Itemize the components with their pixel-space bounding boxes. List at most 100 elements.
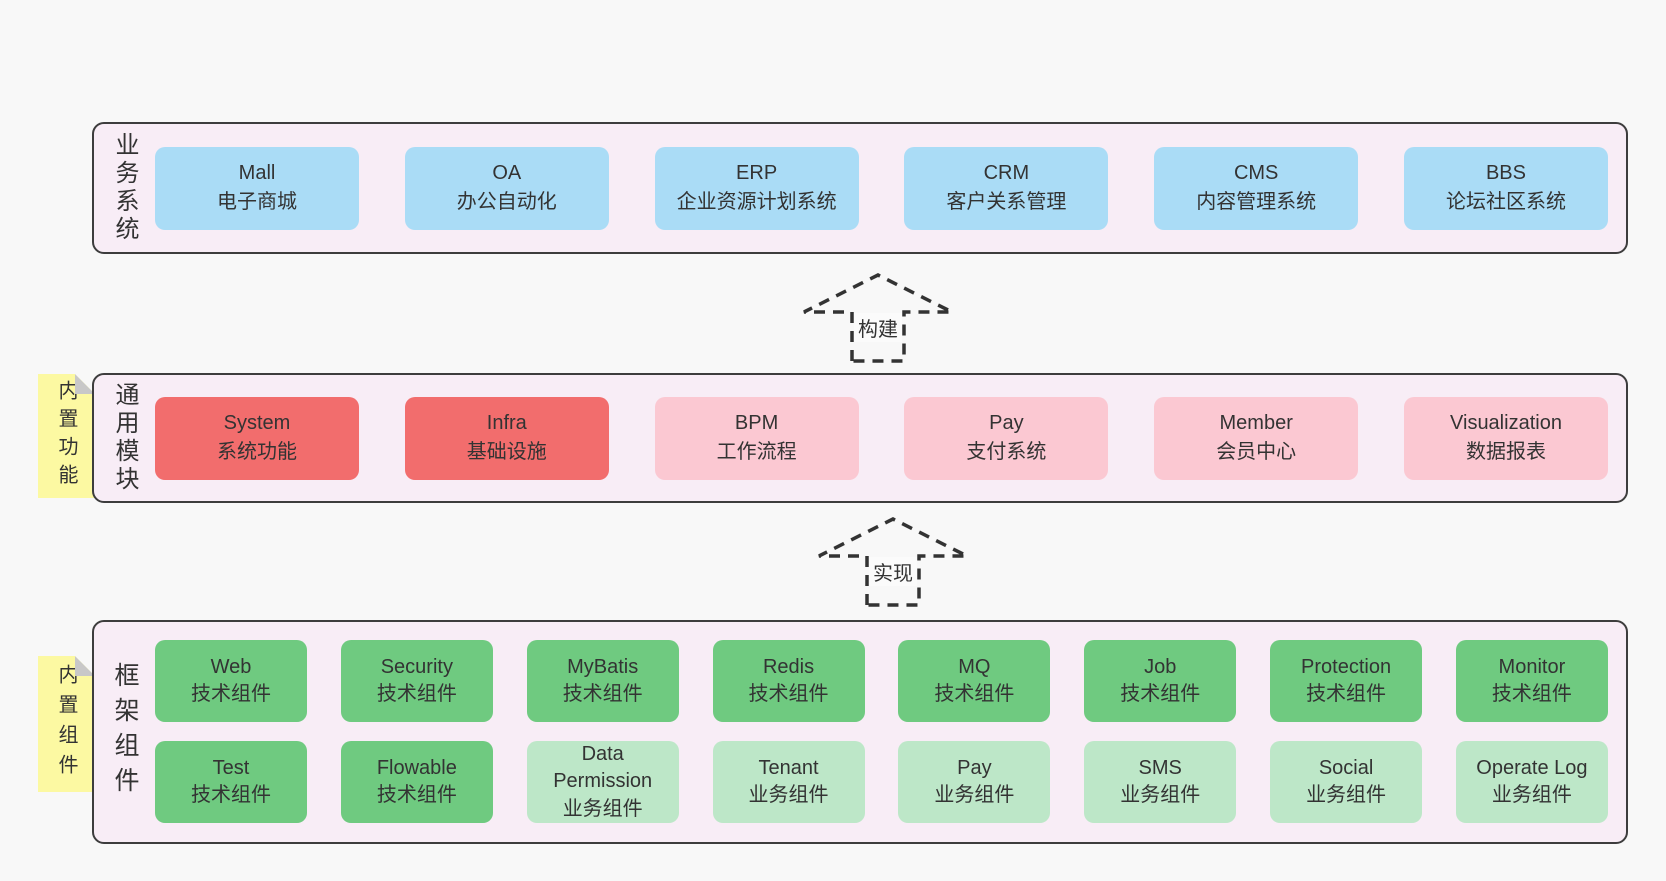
box-title: SMS — [1138, 756, 1182, 779]
box-subtitle: 论坛社区系统 — [1445, 191, 1566, 213]
box-mybatis: MyBatis 技术组件 — [526, 640, 679, 722]
box-subtitle: 客户关系管理 — [946, 191, 1067, 213]
box-operate-log: Operate Log 业务组件 — [1455, 741, 1608, 823]
box-pay: Pay 支付系统 — [904, 396, 1109, 480]
box-subtitle: 业务组件 — [1120, 784, 1201, 806]
business-systems-panel: 业务系统 Mall 电子商城 OA 办公自动化 ERP 企业资源计划系统 CRM… — [92, 122, 1628, 254]
framework-boxes-grid: Web 技术组件 Security 技术组件 MyBatis 技术组件 Redi… — [155, 640, 1608, 823]
box-monitor: Monitor 技术组件 — [1455, 640, 1608, 722]
box-subtitle: 业务组件 — [1491, 784, 1572, 806]
box-title: Monitor — [1498, 655, 1566, 678]
box-subtitle: 业务组件 — [934, 784, 1015, 806]
box-protection: Protection 技术组件 — [1270, 640, 1423, 722]
builtin-components-tab: 内置组件 — [38, 656, 95, 792]
box-title: Social — [1318, 756, 1374, 779]
box-bpm: BPM 工作流程 — [654, 396, 859, 480]
box-title: Operate Log — [1476, 756, 1588, 779]
panel-label-business-systems: 业务系统 — [111, 132, 138, 244]
box-test: Test 技术组件 — [155, 741, 307, 823]
build-arrow: 构建 — [798, 270, 958, 364]
implement-arrow-label: 实现 — [869, 557, 917, 586]
box-web: Web 技术组件 — [155, 640, 307, 722]
box-subtitle: 业务组件 — [1306, 784, 1387, 806]
box-title: Pay — [957, 756, 992, 779]
box-subtitle: 支付系统 — [966, 441, 1047, 463]
box-title: MyBatis — [567, 655, 639, 678]
box-title: Flowable — [376, 756, 457, 779]
box-subtitle: 技术组件 — [1306, 683, 1387, 705]
box-subtitle: 基础设施 — [466, 441, 547, 463]
box-title: ERP — [736, 162, 778, 184]
box-subtitle: 系统功能 — [217, 441, 297, 463]
box-mall: Mall 电子商城 — [155, 146, 359, 230]
box-title: OA — [492, 162, 522, 184]
box-pay-biz: Pay 业务组件 — [898, 741, 1051, 823]
box-subtitle: 内容管理系统 — [1196, 191, 1317, 213]
box-title: Infra — [486, 412, 527, 434]
box-title: System — [223, 412, 291, 434]
box-title: Redis — [762, 655, 815, 678]
box-social: Social 业务组件 — [1270, 741, 1423, 823]
box-title: Data Permission — [553, 743, 653, 793]
box-title: Pay — [989, 412, 1024, 434]
box-erp: ERP 企业资源计划系统 — [654, 146, 859, 230]
arrow-up-dashed-icon — [803, 273, 953, 363]
box-mq: MQ 技术组件 — [898, 640, 1051, 722]
framework-components-panel: 框架组件 Web 技术组件 Security 技术组件 MyBatis 技术组件… — [92, 620, 1628, 844]
box-subtitle: 工作流程 — [716, 441, 797, 463]
box-title: BBS — [1485, 162, 1526, 184]
builtin-components-tab-label: 内置组件 — [55, 664, 77, 784]
box-subtitle: 技术组件 — [748, 683, 829, 705]
module-boxes-row: System 系统功能 Infra 基础设施 BPM 工作流程 Pay 支付系统… — [155, 375, 1608, 501]
box-title: Mall — [238, 162, 276, 184]
box-title: Test — [212, 756, 250, 779]
box-subtitle: 技术组件 — [1491, 683, 1572, 705]
box-redis: Redis 技术组件 — [712, 640, 865, 722]
box-subtitle: 技术组件 — [376, 784, 457, 806]
box-subtitle: 业务组件 — [748, 784, 829, 806]
panel-label-common-modules: 通用模块 — [111, 382, 138, 494]
box-flowable: Flowable 技术组件 — [340, 741, 493, 823]
box-title: CMS — [1233, 162, 1279, 184]
builtin-features-tab-label: 内置功能 — [55, 380, 77, 492]
box-title: MQ — [958, 655, 991, 678]
box-member: Member 会员中心 — [1154, 396, 1359, 480]
box-cms: CMS 内容管理系统 — [1154, 146, 1359, 230]
box-subtitle: 技术组件 — [934, 683, 1015, 705]
box-job: Job 技术组件 — [1084, 640, 1237, 722]
box-subtitle: 技术组件 — [376, 683, 457, 705]
common-modules-panel: 通用模块 System 系统功能 Infra 基础设施 BPM 工作流程 Pay… — [92, 373, 1628, 503]
panel-label-framework-components: 框架组件 — [111, 662, 139, 802]
box-title: Tenant — [758, 756, 819, 779]
box-title: BPM — [734, 412, 779, 434]
box-crm: CRM 客户关系管理 — [904, 146, 1109, 230]
box-title: Web — [210, 655, 252, 678]
business-boxes-row: Mall 电子商城 OA 办公自动化 ERP 企业资源计划系统 CRM 客户关系… — [155, 124, 1608, 252]
box-title: Job — [1144, 655, 1177, 678]
box-security: Security 技术组件 — [340, 640, 493, 722]
box-bbs: BBS 论坛社区系统 — [1403, 146, 1608, 230]
box-title: CRM — [983, 162, 1030, 184]
box-subtitle: 技术组件 — [1120, 683, 1201, 705]
box-subtitle: 业务组件 — [562, 797, 643, 820]
box-title: Visualization — [1450, 412, 1562, 434]
box-subtitle: 技术组件 — [562, 683, 643, 705]
builtin-features-tab: 内置功能 — [38, 374, 95, 498]
box-data-permission: Data Permission 业务组件 — [526, 741, 679, 823]
box-tenant: Tenant 业务组件 — [712, 741, 865, 823]
box-subtitle: 电子商城 — [217, 191, 297, 213]
arrow-up-dashed-icon — [818, 517, 968, 607]
box-subtitle: 办公自动化 — [456, 191, 557, 213]
box-subtitle: 技术组件 — [191, 683, 271, 705]
box-title: Member — [1219, 412, 1293, 434]
box-subtitle: 技术组件 — [191, 784, 271, 806]
box-sms: SMS 业务组件 — [1084, 741, 1237, 823]
build-arrow-label: 构建 — [854, 313, 902, 342]
box-subtitle: 数据报表 — [1465, 441, 1546, 463]
framework-row-1: Web 技术组件 Security 技术组件 MyBatis 技术组件 Redi… — [155, 640, 1608, 722]
implement-arrow: 实现 — [813, 514, 973, 608]
box-oa: OA 办公自动化 — [404, 146, 609, 230]
framework-row-2: Test 技术组件 Flowable 技术组件 Data Permission … — [155, 741, 1608, 823]
box-infra: Infra 基础设施 — [404, 396, 609, 480]
